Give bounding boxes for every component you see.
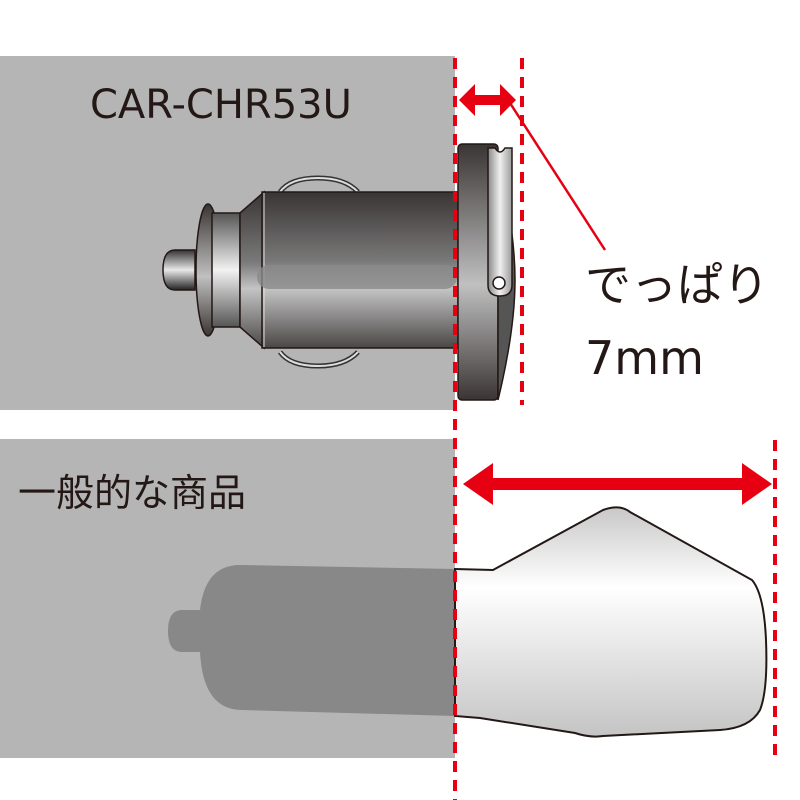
guide-lines bbox=[453, 58, 777, 800]
double-arrow-long-icon bbox=[463, 463, 772, 505]
protrusion-value: 7mm bbox=[585, 331, 704, 385]
product-model-label: CAR-CHR53U bbox=[90, 82, 352, 128]
double-arrow-short-icon bbox=[459, 84, 516, 116]
leader-line bbox=[508, 102, 607, 251]
charger-illustration bbox=[162, 143, 516, 401]
generic-product-label: 一般的な商品 bbox=[18, 471, 247, 515]
generic-charger-illustration bbox=[168, 506, 768, 738]
protrusion-label: でっぱり bbox=[585, 258, 769, 312]
